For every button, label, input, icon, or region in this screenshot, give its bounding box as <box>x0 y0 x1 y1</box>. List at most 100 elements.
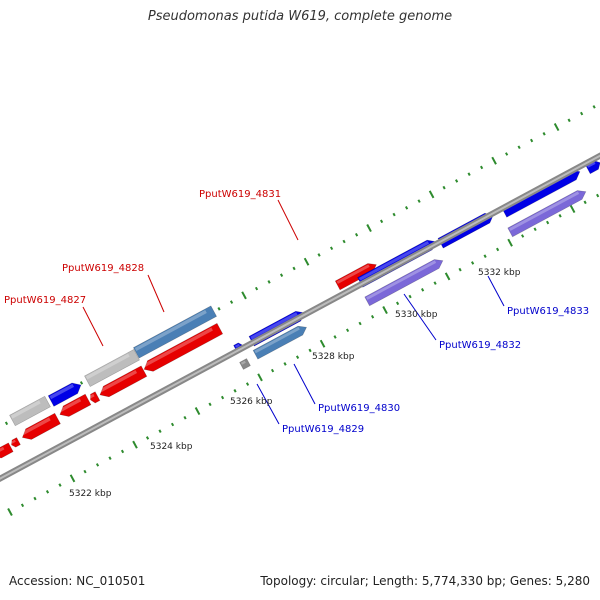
scale-tick <box>69 474 76 483</box>
scale-tick <box>257 373 263 382</box>
scale-tick <box>417 199 421 203</box>
scale-tick <box>583 200 587 205</box>
scale-tick <box>354 232 359 237</box>
gene-shape[interactable] <box>239 358 251 370</box>
position-label: 5326 kbp <box>230 397 273 407</box>
scale-tick <box>245 382 250 386</box>
scale-tick <box>270 368 275 373</box>
scale-tick <box>480 165 484 170</box>
gene-shape-highlight <box>58 398 82 413</box>
scale-tick <box>580 111 584 116</box>
scale-tick <box>370 314 375 319</box>
gene-shape-highlight <box>49 383 75 400</box>
scale-tick <box>358 321 362 326</box>
gene-feature[interactable] <box>0 442 14 461</box>
gene-shape[interactable] <box>97 365 148 400</box>
gene-feature[interactable] <box>84 349 140 387</box>
scale-tick <box>229 300 234 304</box>
scale-tick <box>405 206 409 210</box>
gene-label[interactable]: PputW619_4833 <box>507 306 589 317</box>
scale-tick <box>292 266 296 271</box>
gene-shape-highlight <box>254 327 300 354</box>
genome-summary-text: Topology: circular; Length: 5,774,330 bp… <box>260 574 590 588</box>
gene-shape[interactable] <box>84 349 140 387</box>
gene-feature[interactable] <box>47 380 84 407</box>
gene-shape-highlight <box>98 370 138 393</box>
scale-tick <box>120 449 125 454</box>
gene-feature[interactable] <box>239 358 251 370</box>
gene-feature[interactable] <box>10 437 21 449</box>
scale-tick <box>319 339 326 348</box>
scale-tick <box>283 362 287 366</box>
scale-tick <box>208 402 212 407</box>
gene-shape[interactable] <box>133 305 217 359</box>
gene-shape[interactable] <box>57 393 92 420</box>
gene-shape[interactable] <box>0 442 14 461</box>
gene-feature[interactable] <box>141 322 224 374</box>
gene-feature[interactable] <box>9 395 51 427</box>
scale-tick <box>444 272 451 281</box>
gene-feature[interactable] <box>88 391 101 405</box>
scale-tick <box>442 185 446 190</box>
gene-label[interactable]: PputW619_4827 <box>4 295 86 306</box>
accession-text: Accession: NC_010501 <box>9 574 146 588</box>
scale-tick <box>408 294 412 299</box>
scale-tick <box>458 267 462 272</box>
gene-shape[interactable] <box>141 322 224 374</box>
scale-tick <box>553 123 560 132</box>
gene-leader-line <box>82 306 104 347</box>
gene-feature[interactable] <box>364 256 445 307</box>
gene-shape[interactable] <box>364 256 445 307</box>
gene-feature[interactable] <box>252 323 309 360</box>
gene-feature[interactable] <box>20 412 61 443</box>
scale-tick <box>194 407 201 416</box>
gene-shape-highlight <box>234 343 240 348</box>
scale-tick <box>317 253 321 257</box>
gene-shape-highlight <box>0 446 5 456</box>
gene-shape-highlight <box>85 353 130 380</box>
scale-tick <box>345 328 350 333</box>
scale-tick <box>433 281 437 285</box>
gene-shape-highlight <box>10 400 41 419</box>
scale-tick <box>83 469 87 474</box>
gene-shape-highlight <box>358 240 430 281</box>
scale-tick <box>267 280 271 284</box>
gene-feature[interactable] <box>57 393 92 420</box>
scale-tick <box>132 440 138 449</box>
gene-shape-highlight <box>134 310 207 351</box>
gene-shape[interactable] <box>9 395 51 427</box>
gene-feature[interactable] <box>133 305 217 359</box>
scale-tick <box>592 105 596 109</box>
gene-feature[interactable] <box>507 187 588 238</box>
gene-shape[interactable] <box>88 391 101 405</box>
scale-tick <box>342 239 346 244</box>
scale-tick <box>596 193 600 198</box>
scale-tick <box>308 348 312 353</box>
gene-shape-highlight <box>586 161 596 168</box>
scale-tick <box>421 288 425 292</box>
scale-tick <box>521 234 525 238</box>
scale-tick <box>217 307 221 311</box>
gene-shape[interactable] <box>507 187 588 238</box>
gene-shape[interactable] <box>252 323 309 360</box>
scale-tick <box>108 456 112 460</box>
scale-tick <box>505 152 509 156</box>
gene-shape[interactable] <box>10 437 21 449</box>
gene-shape[interactable] <box>20 412 61 443</box>
scale-tick <box>254 286 259 291</box>
gene-feature[interactable] <box>97 365 148 400</box>
gene-label[interactable]: PputW619_4828 <box>62 263 144 274</box>
gene-leader-line <box>403 293 437 341</box>
gene-label[interactable]: PputW619_4831 <box>199 189 281 200</box>
scale-tick <box>471 261 475 265</box>
gene-label[interactable]: PputW619_4832 <box>439 340 521 351</box>
map-title: Pseudomonas putida W619, complete genome <box>147 9 453 24</box>
scale-tick <box>567 118 571 123</box>
gene-label[interactable]: PputW619_4830 <box>318 403 400 414</box>
position-label: 5322 kbp <box>69 489 112 499</box>
gene-label[interactable]: PputW619_4829 <box>282 424 364 435</box>
gene-shape[interactable] <box>47 380 84 407</box>
scale-tick <box>158 429 162 434</box>
